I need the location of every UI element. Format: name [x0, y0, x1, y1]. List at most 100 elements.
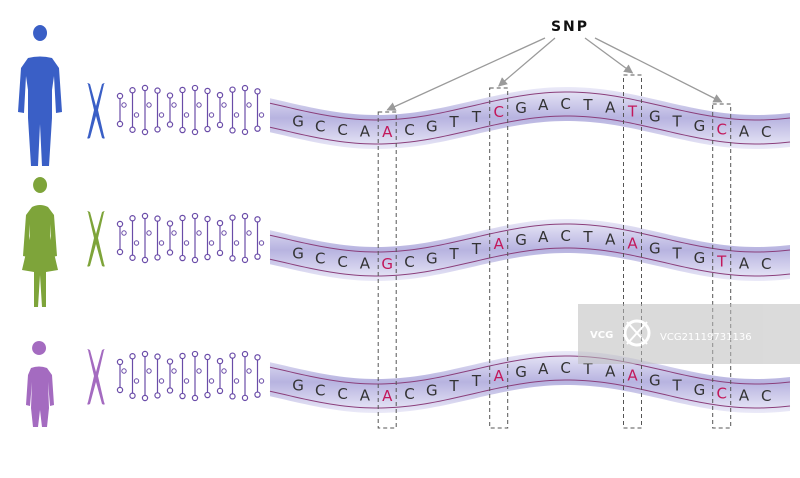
base-letter: C — [761, 255, 771, 273]
snp-arrow — [386, 37, 546, 111]
base-letter: C — [315, 117, 325, 135]
base-letter: T — [672, 244, 683, 262]
snp-base: A — [494, 235, 505, 253]
strand-band — [270, 219, 790, 281]
base-letter: C — [560, 227, 570, 245]
snp-base: T — [716, 253, 727, 271]
snp-arrow — [498, 37, 556, 87]
snp-base: A — [627, 366, 638, 384]
base-letter: T — [449, 245, 460, 263]
base-letter: C — [315, 381, 325, 399]
base-letter: G — [515, 363, 527, 381]
base-letter: T — [672, 376, 683, 394]
base-letter: G — [292, 245, 304, 263]
base-letter: T — [672, 112, 683, 130]
base-letter: T — [449, 377, 460, 395]
base-letter: A — [605, 362, 616, 380]
adult-woman-figure — [22, 177, 58, 307]
base-letter: C — [560, 359, 570, 377]
base-letter: C — [404, 253, 414, 271]
snp-box — [489, 87, 509, 429]
child-figure — [26, 341, 54, 427]
snp-label: SNP — [551, 19, 589, 35]
snp-arrow — [584, 37, 634, 74]
base-letter: A — [739, 123, 750, 141]
strand-edge-bottom — [269, 379, 791, 409]
base-letter: T — [582, 228, 593, 246]
dna-ladder-icon — [116, 84, 265, 136]
watermark-text: VCG21119731136 — [660, 332, 752, 343]
adult-man-figure — [18, 25, 62, 166]
base-letter: G — [515, 99, 527, 117]
dna-ladder-icon — [116, 350, 265, 402]
dna-ladder-icons — [116, 84, 265, 402]
base-letter: C — [761, 123, 771, 141]
base-letter: G — [694, 117, 706, 135]
snp-box — [712, 103, 732, 429]
strand-edge-top — [269, 91, 791, 121]
snp-box — [623, 74, 642, 429]
chromosome-icon-purple — [87, 349, 105, 405]
base-letter: A — [538, 228, 549, 246]
snp-base: A — [494, 367, 505, 385]
base-letter: A — [538, 96, 549, 114]
snp-highlight-boxes — [377, 74, 732, 429]
watermark-logo-icon: VCG — [590, 319, 651, 347]
snp-base: A — [382, 387, 393, 405]
snp-base: C — [716, 385, 726, 403]
chromosome-icon-green — [87, 211, 105, 267]
base-letter: A — [538, 360, 549, 378]
snp-base: T — [627, 102, 638, 120]
strand-edge-bottom — [269, 115, 791, 145]
base-letter: A — [739, 255, 750, 273]
base-letter: C — [404, 385, 414, 403]
base-letter: C — [404, 121, 414, 139]
snp-base: C — [493, 103, 503, 121]
base-letter: A — [605, 230, 616, 248]
base-letter: C — [761, 387, 771, 405]
base-letter: G — [649, 107, 661, 125]
base-letter: C — [560, 95, 570, 113]
snp-arrow — [594, 37, 723, 103]
base-letter: G — [292, 377, 304, 395]
base-letter: G — [694, 381, 706, 399]
base-letter: C — [315, 249, 325, 267]
dna-ladder-icon — [116, 212, 265, 264]
snp-box — [377, 111, 397, 429]
snp-base: C — [716, 121, 726, 139]
strand-edge-bottom — [269, 247, 791, 277]
base-letter: A — [605, 98, 616, 116]
snp-base: A — [627, 234, 638, 252]
watermark-logo-text: VCG — [590, 330, 613, 341]
base-letter: G — [426, 250, 438, 268]
base-letter: A — [360, 255, 371, 273]
base-letter: A — [360, 387, 371, 405]
chromosome-icon-blue — [87, 83, 105, 139]
strand-band — [270, 87, 790, 149]
snp-arrows — [386, 37, 723, 111]
base-letter: C — [337, 121, 347, 139]
base-letter: C — [337, 253, 347, 271]
base-letter: T — [471, 240, 482, 258]
base-letter: T — [471, 372, 482, 390]
base-letter: G — [649, 371, 661, 389]
strand-band — [270, 351, 790, 413]
base-letter: T — [582, 96, 593, 114]
strand-edge-top — [269, 355, 791, 385]
base-letter: C — [337, 385, 347, 403]
base-letter: G — [694, 249, 706, 267]
base-letter: A — [739, 387, 750, 405]
watermark: VCG VCG21119731136 — [578, 304, 800, 364]
base-letter: G — [649, 239, 661, 257]
base-letter: G — [515, 231, 527, 249]
base-letter: T — [471, 108, 482, 126]
snp-base: A — [382, 123, 393, 141]
base-letter: G — [426, 118, 438, 136]
base-letter: G — [292, 113, 304, 131]
base-letter: A — [360, 123, 371, 141]
